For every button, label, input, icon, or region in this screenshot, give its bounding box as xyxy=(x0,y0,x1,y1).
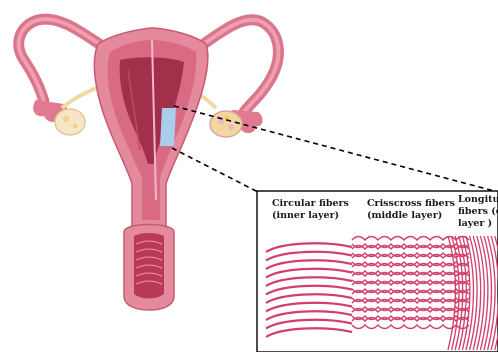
highlighted-wall-region xyxy=(160,108,176,146)
uterus-illustration xyxy=(19,19,279,310)
pointer-line-bottom xyxy=(172,148,258,192)
right-ovary xyxy=(210,111,242,137)
label-longitudinal-fibers: Longitudinal fibers (outer layer ) xyxy=(458,194,498,230)
label-circular-fibers: Circular fibers (inner layer) xyxy=(272,198,349,222)
label-crisscross-fibers: Crisscross fibers (middle layer) xyxy=(367,198,455,222)
left-ovary xyxy=(55,109,85,135)
